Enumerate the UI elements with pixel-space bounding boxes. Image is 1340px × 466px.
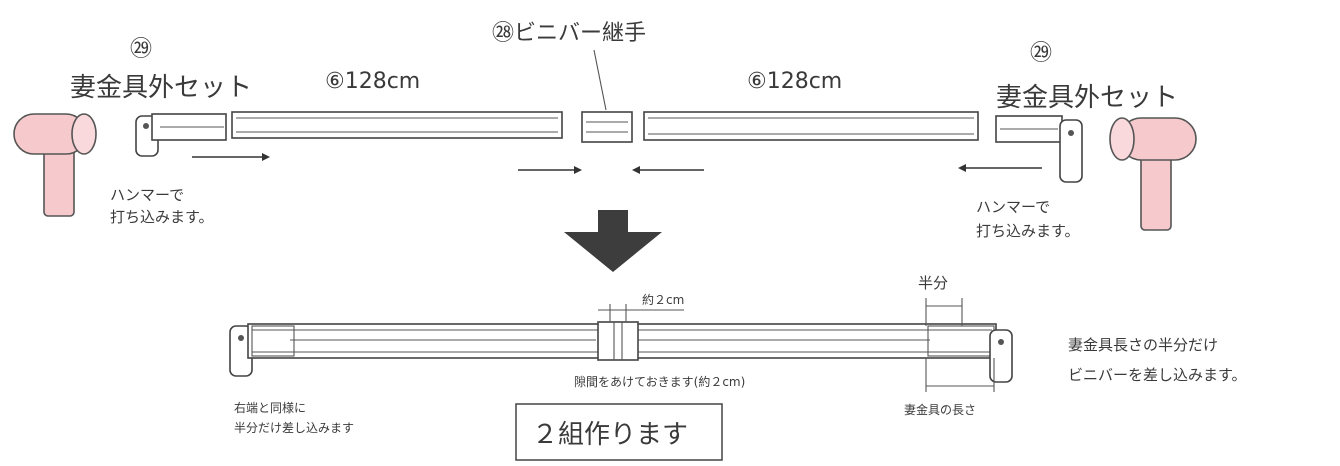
- hammer-icon-left: [13, 113, 97, 217]
- make-two-label: ２組作ります: [532, 420, 688, 450]
- joint28-label: ㉘ビニバー継手: [492, 21, 646, 46]
- insert-arrow-right-rod: [632, 166, 704, 174]
- hammer-icon-right: [1109, 117, 1197, 231]
- part29-number-right: ㉙: [1030, 41, 1052, 66]
- part29-label-right: 妻金具外セット: [996, 83, 1178, 113]
- left-note-line2: 半分だけ差し込みます: [234, 421, 354, 435]
- joint-leader-line: [593, 49, 607, 111]
- rod6-label-left: ⑥128cm: [325, 69, 420, 94]
- end-fitting-right: [995, 115, 1083, 183]
- end-fitting-left: [135, 113, 227, 157]
- insert-arrow-left-fitting: [192, 153, 270, 161]
- down-arrow-icon: [564, 210, 662, 272]
- part29-label-left: 妻金具外セット: [70, 73, 252, 103]
- hammer-note-right-line1: ハンマーで: [976, 198, 1050, 216]
- half-label: 半分: [918, 274, 948, 292]
- gap-note: 隙間をあけておきます(約２cm): [574, 374, 745, 389]
- right-note-line1: 妻金具長さの半分だけ: [1068, 336, 1218, 354]
- right-note-line2: ビニバーを差し込みます。: [1068, 366, 1247, 384]
- fitting-length-label: 妻金具の長さ: [904, 402, 976, 417]
- part29-number-left: ㉙: [130, 37, 152, 62]
- gap-2cm-label: 約２cm: [642, 292, 684, 307]
- make-two-box: [515, 403, 723, 461]
- rod6-label-right: ⑥128cm: [747, 69, 842, 94]
- hammer-note-right-line2: 打ち込みます。: [976, 222, 1080, 240]
- hammer-note-left-line2: 打ち込みます。: [110, 208, 214, 226]
- hammer-note-left-line1: ハンマーで: [110, 186, 184, 204]
- insert-arrow-left-rod: [518, 166, 582, 174]
- insert-arrow-right-fitting: [958, 164, 1042, 172]
- left-note-line1: 右端と同様に: [234, 400, 306, 415]
- assembled-rod: [229, 321, 1013, 383]
- rod-right: [643, 111, 979, 141]
- vinyl-bar-joint: [581, 111, 633, 143]
- rod-left: [231, 111, 563, 139]
